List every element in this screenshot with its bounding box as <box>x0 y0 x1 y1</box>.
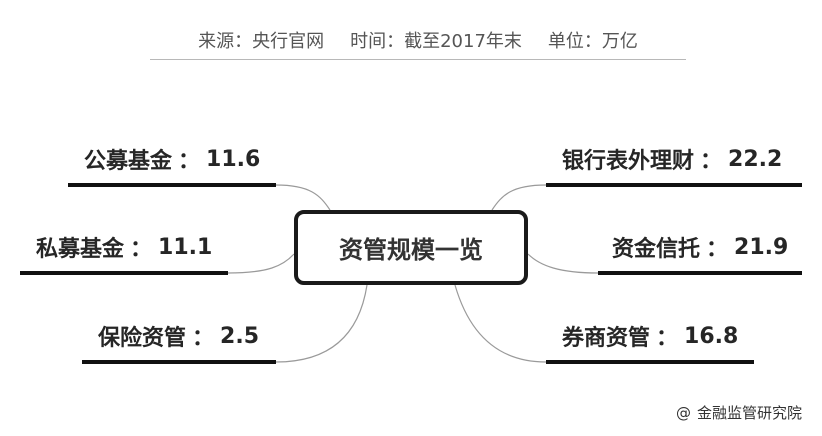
branch-name: 券商资管 <box>562 326 651 351</box>
branch-right-1-bar <box>546 183 802 187</box>
branch-left-1: 公募基金：11.6 <box>84 142 260 176</box>
header-source: 来源：央行官网 <box>198 31 325 52</box>
branch-left-3: 保险资管：2.5 <box>98 319 259 353</box>
branch-left-3-bar <box>82 360 276 364</box>
watermark-text: 金融监管研究院 <box>696 404 802 422</box>
branch-right-3: 券商资管：16.8 <box>562 319 738 353</box>
at-symbol: @ <box>675 404 691 422</box>
branch-value: 16.8 <box>684 323 739 349</box>
header-divider <box>150 59 686 60</box>
connector-right-2 <box>527 253 599 274</box>
branch-right-3-bar <box>546 360 754 364</box>
branch-value: 11.6 <box>206 146 261 172</box>
branch-left-2-bar <box>20 271 228 275</box>
branch-left-2: 私募基金：11.1 <box>36 230 212 264</box>
header: 来源：央行官网 时间：截至2017年末 单位：万亿 <box>150 22 686 58</box>
center-node: 资管规模一览 <box>294 210 528 285</box>
connector-right-3 <box>454 284 547 363</box>
connector-left-3 <box>275 284 368 363</box>
branch-name: 公募基金 <box>84 149 173 174</box>
branch-value: 2.5 <box>220 323 260 349</box>
branch-right-2: 资金信托：21.9 <box>612 230 788 264</box>
branch-name: 资金信托 <box>612 237 701 262</box>
branch-name: 银行表外理财 <box>562 149 695 174</box>
branch-value: 22.2 <box>728 146 783 172</box>
branch-name: 私募基金 <box>36 237 125 262</box>
branch-value: 21.9 <box>734 234 789 260</box>
connector-left-1 <box>275 184 331 211</box>
connector-left-2 <box>227 253 295 274</box>
header-unit: 单位：万亿 <box>547 31 638 52</box>
center-title: 资管规模一览 <box>339 236 483 264</box>
branch-right-1: 银行表外理财：22.2 <box>562 142 782 176</box>
connector-right-1 <box>491 184 547 211</box>
branch-right-2-bar <box>598 271 802 275</box>
header-time: 时间：截至2017年末 <box>350 31 522 52</box>
branch-name: 保险资管 <box>98 326 187 351</box>
branch-left-1-bar <box>68 183 276 187</box>
watermark: @ 金融监管研究院 <box>676 402 802 423</box>
branch-value: 11.1 <box>158 234 213 260</box>
